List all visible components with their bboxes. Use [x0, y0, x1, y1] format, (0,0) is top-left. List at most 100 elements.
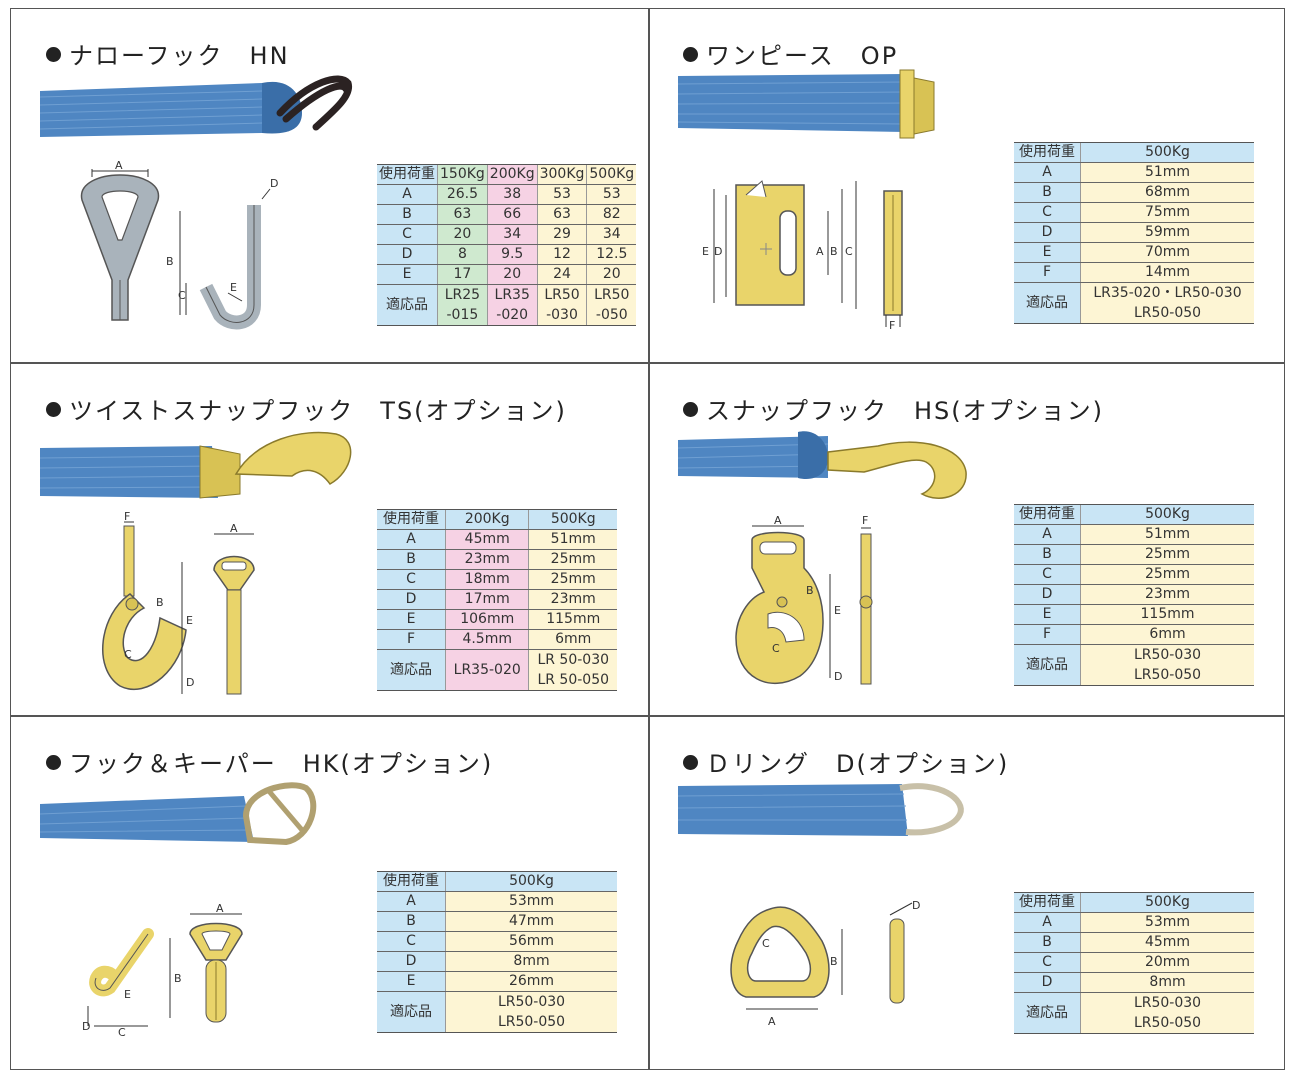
- section-title-d: Ｄリング D(オプション): [683, 744, 1009, 779]
- table-cell: 23mm: [1080, 584, 1254, 605]
- table-cell: 使用荷重: [377, 509, 446, 530]
- table-cell: 使用荷重: [1014, 892, 1081, 913]
- table-cell: LR35: [494, 287, 530, 303]
- row-label: C: [377, 224, 438, 245]
- section-title-hn: ナローフック HN: [46, 36, 290, 71]
- table-cell: 70mm: [1080, 242, 1254, 263]
- table-cell: 使用荷重: [377, 871, 446, 892]
- table-cell: 8mm: [1080, 972, 1254, 993]
- row-label: E: [377, 971, 446, 992]
- table-cell: 12.5: [586, 244, 637, 265]
- table-cell: LR 50-030 LR 50-050: [528, 649, 617, 691]
- row-label: 適応品: [377, 284, 438, 326]
- table-cell: 25mm: [1080, 544, 1254, 565]
- dim-label-a: A: [115, 159, 123, 172]
- bullet-icon: [683, 755, 698, 770]
- table-cell: LR 50-050: [537, 672, 610, 688]
- dim-label-e: E: [702, 245, 709, 258]
- dim-label-e: E: [230, 281, 237, 294]
- table-cell: 34: [586, 224, 637, 245]
- table-cell: 500Kg: [1080, 142, 1254, 163]
- row-label: 適応品: [1014, 282, 1081, 324]
- table-cell: 500Kg: [528, 509, 617, 530]
- bullet-icon: [46, 755, 61, 770]
- row-label: F: [1014, 624, 1081, 645]
- table-cell: 8: [437, 244, 488, 265]
- table-cell: 38: [486, 184, 538, 205]
- table-cell: 23mm: [444, 549, 529, 570]
- row-label: E: [377, 264, 438, 285]
- dim-label-c: C: [118, 1026, 126, 1039]
- row-label: 適応品: [377, 991, 446, 1033]
- one-piece-diagram: E D A B C F: [702, 180, 903, 332]
- d-ring-photo: [677, 783, 964, 836]
- row-label: 適応品: [1014, 992, 1081, 1034]
- table-cell: 34: [486, 224, 538, 245]
- catalog-grid: [10, 8, 1285, 1070]
- table-cell: 300Kg: [536, 164, 587, 185]
- table-cell: LR50: [594, 287, 630, 303]
- table-cell: 26mm: [445, 971, 617, 992]
- dim-label-d: D: [270, 177, 278, 190]
- row-label: B: [1014, 182, 1081, 203]
- table-cell: -030: [546, 307, 578, 323]
- hook-keeper-photo: [39, 782, 317, 846]
- table-cell: LR50-050: [497, 1014, 566, 1030]
- table-cell: 4.5mm: [444, 629, 529, 650]
- table-cell: 20mm: [1080, 952, 1254, 973]
- row-label: C: [1014, 952, 1081, 973]
- bullet-icon: [46, 402, 61, 417]
- row-divider-2: [10, 715, 1285, 717]
- table-cell: 47mm: [445, 911, 617, 932]
- table-cell: 使用荷重: [377, 164, 438, 185]
- table-cell: -050: [595, 307, 628, 323]
- table-cell: 500Kg: [586, 164, 637, 185]
- table-cell: 82: [586, 204, 637, 225]
- row-label: A: [1014, 912, 1081, 933]
- row-label: B: [377, 911, 446, 932]
- row-label: C: [1014, 564, 1081, 585]
- table-cell: LR50-050: [1133, 667, 1202, 683]
- row-label: C: [377, 931, 446, 952]
- snap-hook-photo: [677, 431, 967, 499]
- row-label: A: [377, 529, 446, 550]
- dim-label-c: C: [178, 289, 186, 302]
- dim-label-d: D: [714, 245, 722, 258]
- dim-label-b: B: [830, 955, 838, 968]
- row-label: A: [377, 184, 438, 205]
- row-divider-1: [10, 362, 1285, 364]
- section-title-hs: スナップフック HS(オプション): [683, 391, 1104, 426]
- table-cell: 53mm: [1080, 912, 1254, 933]
- row-label: E: [1014, 242, 1081, 263]
- table-cell: 51mm: [1080, 162, 1254, 183]
- table-cell: 6mm: [1080, 624, 1254, 645]
- narrow-hook-diagram: A B C D E: [80, 159, 278, 330]
- table-cell: 53: [536, 184, 587, 205]
- one-piece-photo: [677, 69, 935, 139]
- bullet-icon: [683, 402, 698, 417]
- table-cell: 500Kg: [1080, 892, 1254, 913]
- row-label: C: [1014, 202, 1081, 223]
- table-cell: 使用荷重: [1014, 142, 1081, 163]
- dim-label-f: F: [889, 319, 895, 332]
- section-title-ts: ツイストスナップフック TS(オプション): [46, 391, 567, 426]
- table-cell: 200Kg: [486, 164, 538, 185]
- row-label: A: [1014, 524, 1081, 545]
- table-cell: 9.5: [486, 244, 538, 265]
- row-label: C: [377, 569, 446, 590]
- table-cell: 59mm: [1080, 222, 1254, 243]
- dim-label-d: D: [912, 899, 920, 912]
- table-cell: 75mm: [1080, 202, 1254, 223]
- dim-label-a: A: [774, 514, 782, 527]
- column-divider: [648, 8, 650, 1070]
- twist-snap-hook-diagram: F A B C D E: [101, 510, 255, 695]
- row-label: B: [377, 204, 438, 225]
- table-cell: LR 50-030: [537, 652, 610, 668]
- dim-label-c: C: [772, 642, 780, 655]
- row-label: A: [377, 891, 446, 912]
- dim-label-a: A: [816, 245, 824, 258]
